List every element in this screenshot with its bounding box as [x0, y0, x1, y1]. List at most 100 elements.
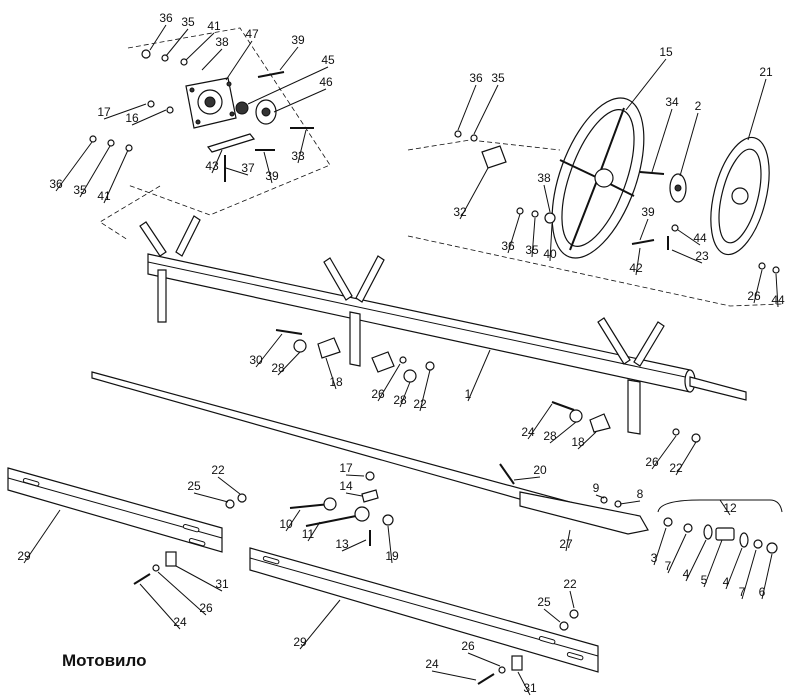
- nut-17: [147, 100, 155, 108]
- leader-line-43: [211, 149, 223, 174]
- wheel-spoke: [597, 107, 625, 179]
- slat-slot: [566, 651, 584, 661]
- callout-31: 31: [215, 577, 229, 591]
- nut-44a: [671, 224, 679, 232]
- leader-line-35: [473, 84, 499, 135]
- leader-line-29: [23, 509, 61, 564]
- leader-line-12: [719, 499, 731, 516]
- callout-36: 36: [49, 177, 63, 191]
- callout-16: 16: [125, 111, 139, 125]
- callout-31: 31: [523, 681, 537, 695]
- spider-middle: [323, 255, 385, 367]
- leader-line-47: [225, 40, 253, 81]
- leader-line-7: [741, 549, 757, 600]
- leader-line-26: [157, 571, 207, 616]
- leader-line-17: [103, 103, 147, 120]
- bushing-28a: [293, 339, 307, 353]
- leader-line-35: [79, 145, 111, 198]
- leader-line-25: [543, 608, 561, 623]
- washer-35d: [531, 210, 539, 218]
- bracket-18a: [317, 337, 341, 359]
- washer-35c: [470, 134, 478, 142]
- leader-line-2: [679, 112, 699, 177]
- pulley-hub: [731, 187, 749, 205]
- nut-36: [141, 49, 151, 59]
- spider-arm: [597, 317, 631, 365]
- slat-body: [7, 467, 223, 553]
- spider-arm: [175, 215, 201, 257]
- nut-44b: [772, 266, 780, 274]
- callout-35: 35: [525, 243, 539, 257]
- ring-4b: [739, 532, 749, 548]
- spider-leg: [627, 379, 641, 435]
- callout-36: 36: [469, 71, 483, 85]
- washer-25a: [225, 499, 235, 509]
- callout-45: 45: [321, 53, 335, 67]
- leader-line-17: [345, 474, 365, 477]
- callout-30: 30: [249, 353, 263, 367]
- leader-line-40: [549, 223, 553, 262]
- strap-43: [206, 133, 256, 153]
- callout-14: 14: [339, 479, 353, 493]
- callout-26: 26: [645, 455, 659, 469]
- right-group-outline: [407, 139, 783, 307]
- callout-24: 24: [173, 615, 187, 629]
- ring-4a: [703, 524, 713, 540]
- callout-25: 25: [187, 479, 201, 493]
- callout-26: 26: [199, 601, 213, 615]
- leader-line-23: [671, 249, 703, 264]
- nut-26c: [672, 428, 680, 436]
- roller-hardware: [289, 471, 394, 546]
- leader-line-27: [565, 529, 571, 552]
- bracket-32: [481, 145, 507, 169]
- nut-26b: [399, 356, 407, 364]
- callout-11: 11: [302, 527, 315, 541]
- leader-line-9: [595, 494, 605, 499]
- washer-38b: [544, 212, 556, 224]
- callout-20: 20: [533, 463, 547, 477]
- slat-slot: [538, 635, 556, 645]
- leader-line-36: [457, 84, 477, 131]
- leader-line-31: [517, 671, 531, 696]
- leader-line-26: [651, 435, 677, 470]
- leader-line-8: [619, 500, 641, 505]
- bracket-18c: [589, 413, 611, 433]
- leader-line-3: [653, 527, 667, 566]
- slat-slot: [22, 477, 40, 487]
- slat-slot: [188, 537, 206, 547]
- callout-19: 19: [385, 549, 399, 563]
- tine-bar-end: [519, 491, 649, 535]
- callout-44: 44: [771, 293, 785, 307]
- callout-29: 29: [293, 635, 307, 649]
- leader-line-20: [513, 476, 541, 481]
- pin-3: [663, 517, 673, 527]
- leader-line-39: [263, 151, 273, 184]
- nut-22a: [425, 361, 435, 371]
- reel-shaft: [147, 253, 747, 401]
- nut-36d: [516, 207, 524, 215]
- callout-22: 22: [211, 463, 225, 477]
- callout-47: 47: [245, 27, 259, 41]
- callout-2: 2: [695, 99, 702, 113]
- leader-line-36: [149, 24, 167, 51]
- nut-22b: [691, 433, 701, 443]
- bolt-24a: [551, 401, 575, 411]
- callout-22: 22: [413, 397, 427, 411]
- leader-line-35: [165, 28, 189, 57]
- leader-line-4: [725, 547, 743, 590]
- wheel-hub: [594, 168, 614, 188]
- washer-7a: [683, 523, 693, 533]
- washer-19: [382, 514, 394, 526]
- callout-18: 18: [329, 375, 343, 389]
- callout-26: 26: [461, 639, 475, 653]
- bolt-24c: [477, 673, 495, 685]
- callout-22: 22: [563, 577, 577, 591]
- diagram-caption: Мотовило: [62, 651, 146, 670]
- washer-41b: [125, 144, 133, 152]
- leader-line-15: [625, 58, 667, 111]
- bearing-group-12: [600, 496, 783, 554]
- spider-right: [597, 317, 665, 435]
- leader-line-18: [577, 431, 597, 450]
- callout-7: 7: [665, 559, 672, 573]
